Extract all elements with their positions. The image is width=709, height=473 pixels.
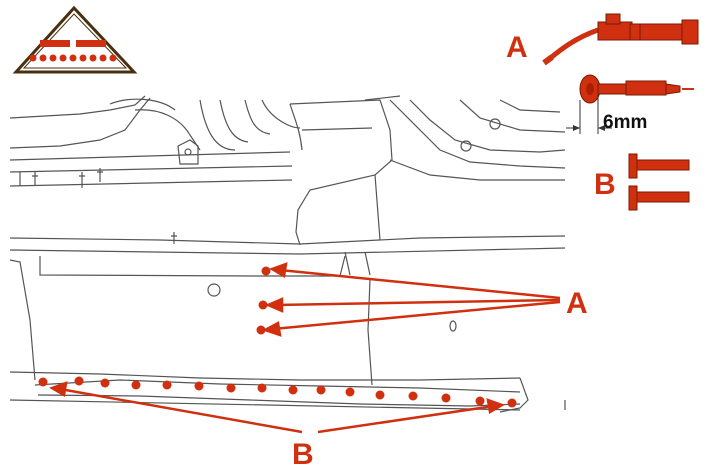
fastener-b-point [131,380,141,390]
callout-label-b: B [292,438,314,471]
callout-b-arrows [49,381,505,434]
fastener-b-point [38,377,48,387]
fastener-b-point [507,398,517,408]
fastener-b-point [375,390,385,400]
callout-label-a: A [566,287,588,320]
callout-a-arrows [261,262,561,337]
clip-connector-icon [542,13,699,66]
fastener-b-point [74,376,84,386]
legend-label-a: A [506,31,528,64]
fastener-b-point [288,385,298,395]
fastener-b-point [345,387,355,397]
dimension-label: 6mm [603,112,647,133]
fastener-b-points [38,376,517,408]
fastener-a-point [256,325,266,335]
fastener-b-point [100,378,110,388]
fastener-b-point [475,396,485,406]
warning-triangle-icon [12,5,138,74]
fastener-b-point [194,381,204,391]
fastener-b-point [226,383,236,393]
fastener-b-point [408,391,418,401]
round-head-pin-icon [566,74,694,134]
fastener-a-point [261,266,271,276]
vehicle-underbody-line-art [9,95,566,413]
fastener-b-point [441,393,451,403]
legend-label-b: B [594,168,616,201]
fastener-b-point [257,383,267,393]
fastener-a-point [258,300,268,310]
push-pin-fastener-icon [628,153,690,211]
fastener-a-points [256,266,271,335]
fastener-b-point [162,380,172,390]
fastener-b-point [316,385,326,395]
